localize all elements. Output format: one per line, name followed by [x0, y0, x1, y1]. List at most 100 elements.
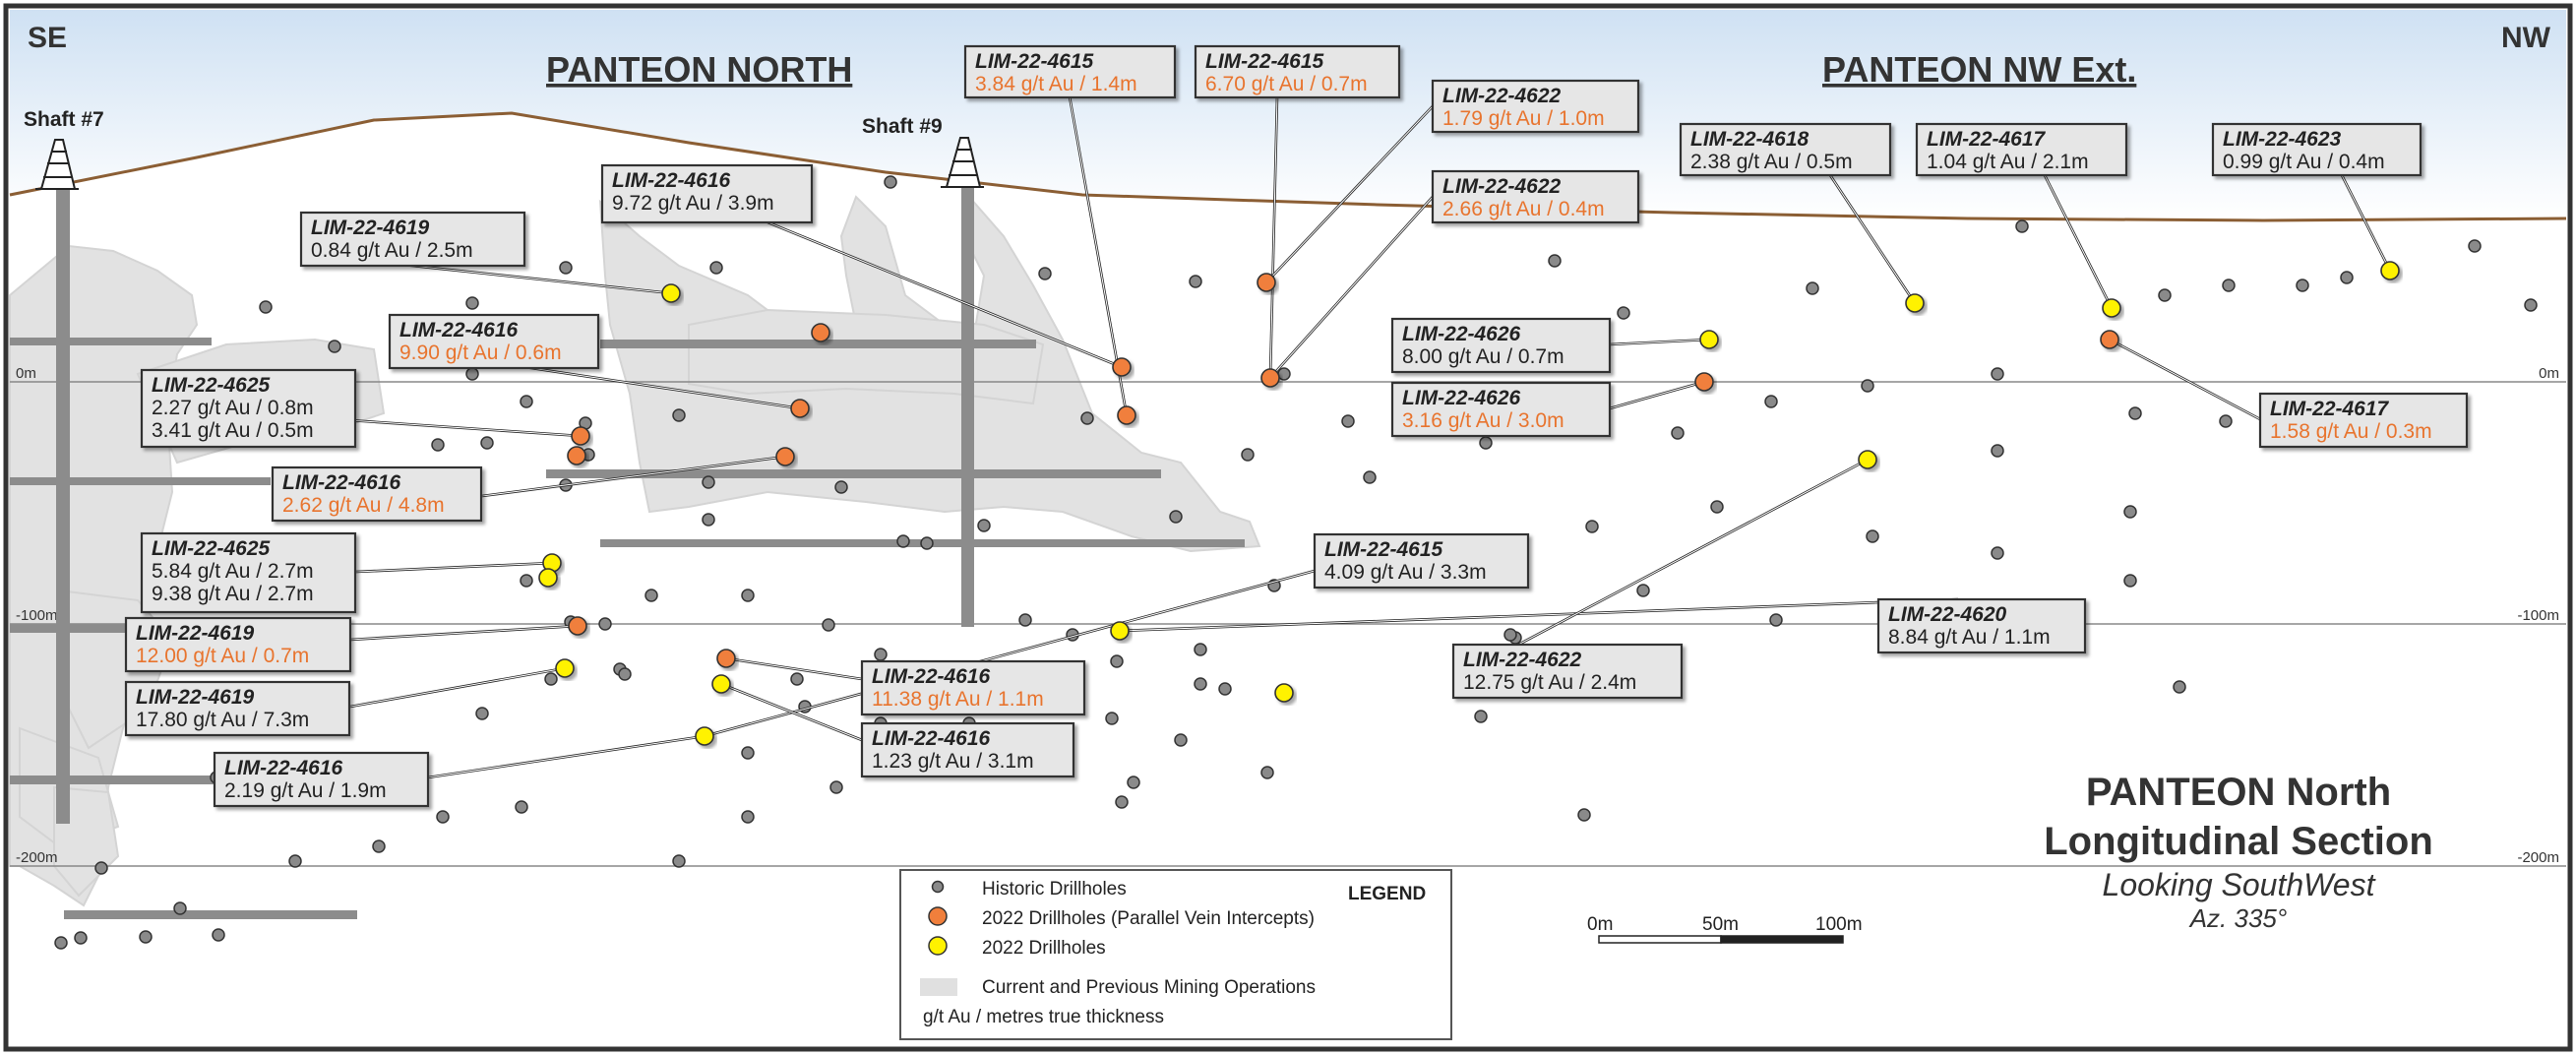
- historic-drillhole: [741, 746, 755, 760]
- leader-line-core: [1609, 381, 1705, 409]
- historic-drillhole: [465, 296, 479, 310]
- historic-drillhole: [475, 707, 489, 720]
- legend-parallel-label: 2022 Drillholes (Parallel Vein Intercept…: [982, 908, 1315, 929]
- historic-drillhole: [977, 519, 991, 532]
- historic-drillhole: [480, 436, 494, 450]
- historic-drillhole: [1617, 306, 1630, 320]
- assay-interval: 2.19 g/t Au / 1.9m: [224, 779, 387, 802]
- legend-mining-label: Current and Previous Mining Operations: [982, 977, 1316, 998]
- drillhole-id: LIM-22-4616: [224, 757, 343, 779]
- historic-drillhole: [702, 475, 715, 489]
- historic-drillhole: [790, 672, 804, 686]
- assay-interval: 0.84 g/t Au / 2.5m: [311, 239, 473, 262]
- depth-label-100m-left: -100m: [16, 607, 58, 624]
- leader-line-core: [1609, 339, 1710, 345]
- leader-line-core: [491, 361, 801, 409]
- scale-bar: 0m 50m 100m: [1587, 914, 1863, 944]
- assay-interval: 9.38 g/t Au / 2.7m: [152, 583, 314, 605]
- drillhole-label-box: [124, 616, 352, 673]
- historic-drillhole: [212, 928, 225, 942]
- depth-label-200m-right: -200m: [2517, 849, 2559, 866]
- drillhole-2022: [2102, 298, 2121, 318]
- historic-drillhole: [1241, 448, 1255, 462]
- drillhole-label-box: [1679, 122, 1892, 177]
- legend-box: [899, 869, 1452, 1040]
- drillhole-2022-parallel-vein: [1257, 273, 1276, 292]
- assay-interval: 0.99 g/t Au / 0.4m: [2223, 151, 2385, 173]
- historic-drillhole: [94, 861, 108, 875]
- drillhole-2022-parallel-vein: [571, 426, 590, 446]
- drillhole-label-box: [1313, 532, 1530, 590]
- assay-interval: 8.84 g/t Au / 1.1m: [1888, 626, 2051, 649]
- assay-interval: 9.72 g/t Au / 3.9m: [612, 192, 774, 215]
- drillhole-label-box: [2258, 392, 2469, 449]
- drillhole-id: LIM-22-4616: [399, 319, 519, 341]
- orientation-nw: NW: [2501, 22, 2551, 54]
- historic-drillhole: [431, 438, 445, 452]
- historic-drillhole: [1110, 654, 1124, 668]
- leader-line-core: [765, 220, 1123, 368]
- leader-line-core: [1829, 174, 1916, 304]
- historic-drillhole: [54, 936, 68, 950]
- historic-drillhole: [741, 589, 755, 602]
- historic-drillhole: [1710, 500, 1724, 514]
- assay-interval: 12.75 g/t Au / 2.4m: [1463, 671, 1636, 694]
- label-leader-lines: [334, 95, 2392, 779]
- drillhole-id: LIM-22-4619: [136, 622, 255, 645]
- historic-drillhole: [1548, 254, 1562, 268]
- topography-line: [9, 111, 2567, 222]
- assay-interval: 1.79 g/t Au / 1.0m: [1442, 107, 1605, 130]
- historic-drillhole: [1991, 546, 2004, 560]
- historic-drillhole: [1189, 275, 1202, 288]
- historic-drillhole: [515, 800, 528, 814]
- historic-drillhole: [1671, 426, 1685, 440]
- historic-drillhole: [2219, 414, 2233, 428]
- section-azimuth: Az. 335°: [2188, 903, 2288, 933]
- leader-line-core: [349, 625, 579, 641]
- historic-drillhole: [1105, 712, 1119, 725]
- historic-drillhole: [2015, 219, 2029, 233]
- depth-label-0m-left: 0m: [16, 365, 36, 382]
- drillhole-2022: [1274, 683, 1294, 703]
- historic-drillhole: [520, 395, 533, 408]
- drillhole-2022-parallel-vein: [716, 649, 736, 668]
- drillhole-label-box: [1431, 79, 1640, 134]
- historic-drillhole: [1764, 395, 1778, 408]
- historic-drillhole: [1038, 267, 1052, 280]
- drillhole-label-box: [124, 680, 351, 737]
- leader-line-core: [393, 263, 672, 294]
- drillhole-label-box: [271, 465, 483, 523]
- historic-drillhole: [618, 667, 632, 681]
- scale-50m: 50m: [1702, 914, 1739, 935]
- historic-drillhole: [372, 839, 386, 853]
- historic-drillhole: [1363, 470, 1377, 484]
- drillhole-id: LIM-22-4617: [1927, 128, 2047, 151]
- historic-drillhole: [2296, 279, 2309, 292]
- historic-drillhole: [834, 480, 848, 494]
- drillhole-2022-parallel-vein: [567, 446, 586, 465]
- historic-drillhole: [709, 261, 723, 275]
- historic-drillhole: [1341, 414, 1355, 428]
- drillhole-id: LIM-22-4616: [612, 169, 731, 192]
- historic-drillhole: [702, 513, 715, 527]
- drillhole-2022: [555, 658, 575, 678]
- drillholes-2022: [538, 261, 2400, 746]
- historic-drillhole: [644, 589, 658, 602]
- assay-interval: 3.84 g/t Au / 1.4m: [975, 73, 1137, 95]
- historic-drillhole: [920, 536, 934, 550]
- historic-drillhole: [1218, 682, 1232, 696]
- assay-interval: 2.38 g/t Au / 0.5m: [1690, 151, 1853, 173]
- scale-100m: 100m: [1815, 914, 1863, 935]
- assay-interval: 11.38 g/t Au / 1.1m: [872, 688, 1044, 711]
- historic-drillhole: [1479, 436, 1493, 450]
- historic-drillhole: [822, 618, 835, 632]
